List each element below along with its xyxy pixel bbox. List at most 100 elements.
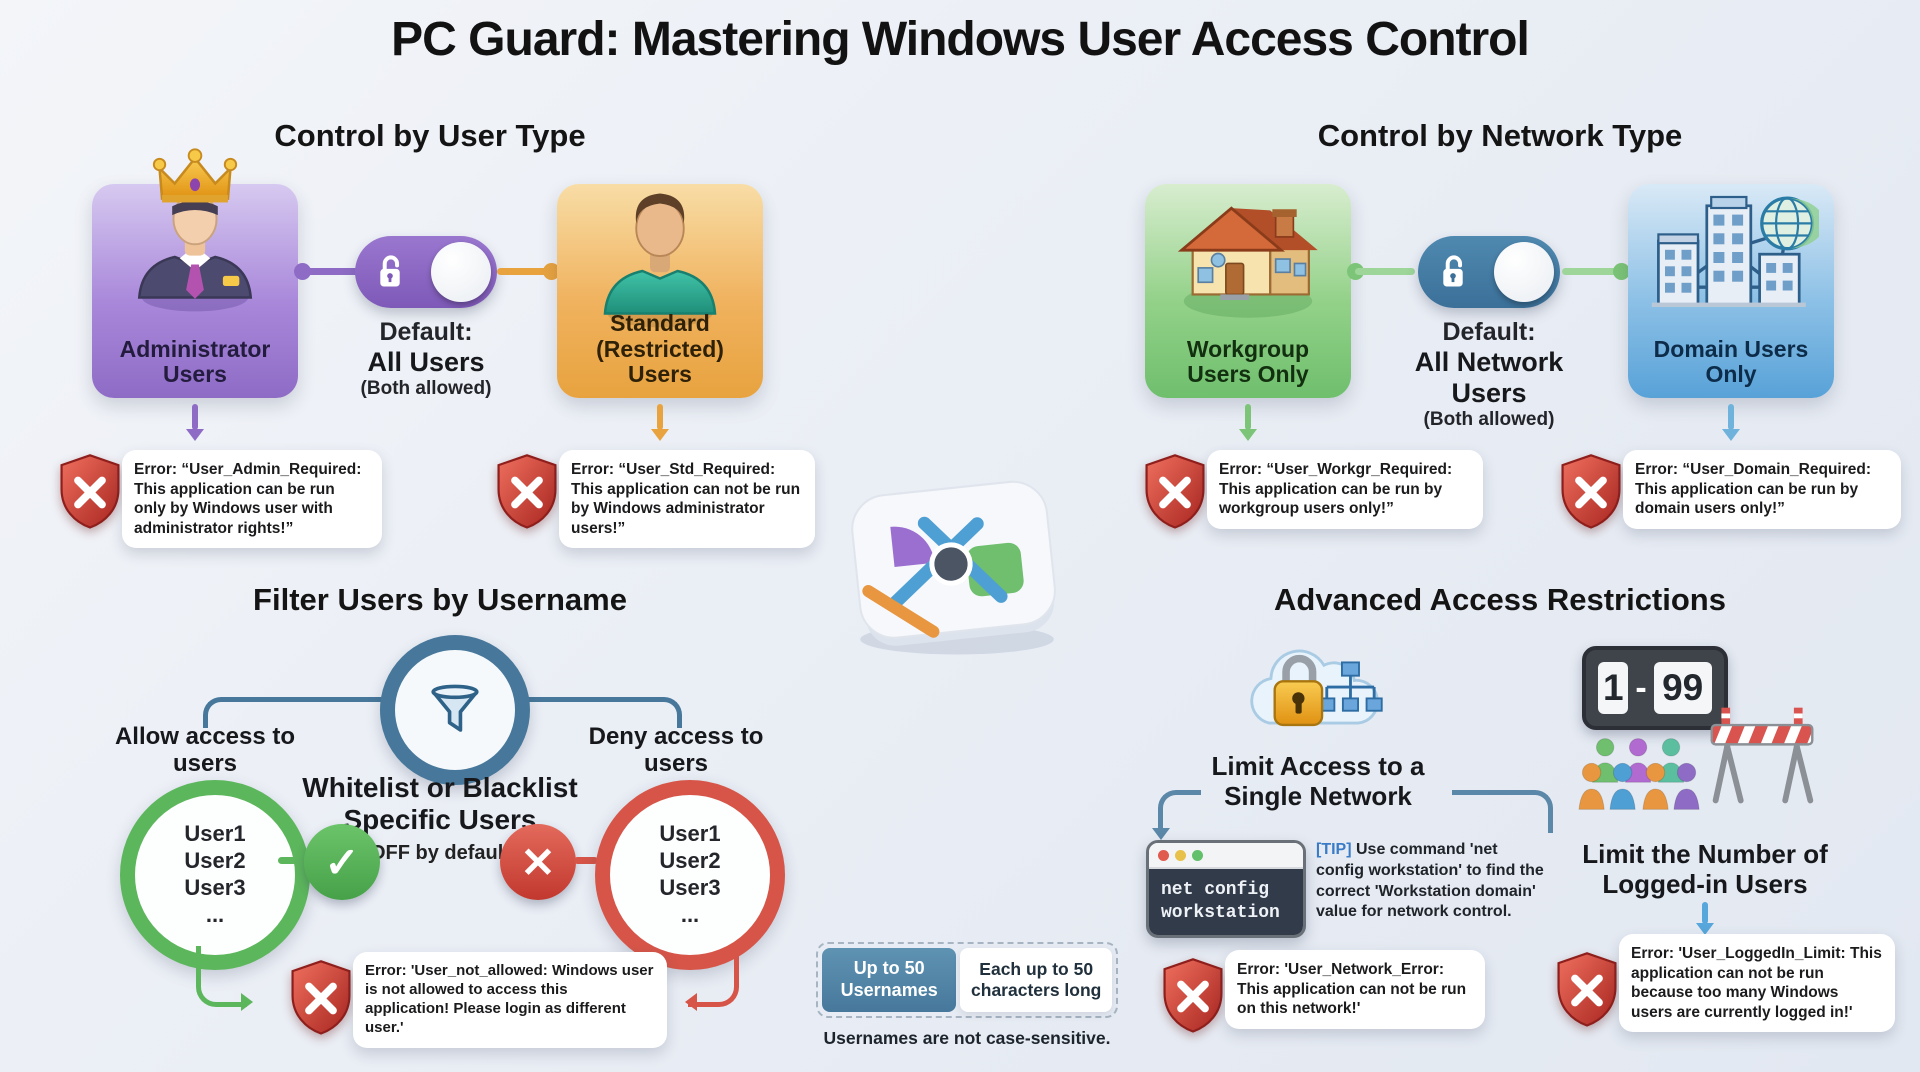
- tip-connector: [1452, 790, 1553, 833]
- error-std-required: Error: “User_Std_Required: This applicat…: [559, 450, 815, 549]
- users-group-icon: [1578, 738, 1700, 810]
- down-arrow: [1239, 404, 1257, 441]
- usernames-length-badge: Each up to 50 characters long: [960, 948, 1112, 1012]
- connector-line: [1355, 268, 1415, 275]
- check-badge: ✓: [304, 824, 380, 900]
- down-arrow: [1722, 404, 1740, 441]
- error-shield-icon: [497, 454, 557, 529]
- error-shield-icon: [1557, 952, 1617, 1027]
- network-tip: [TIP] Use command 'net config workstatio…: [1316, 840, 1550, 923]
- connector-dot: [543, 263, 560, 280]
- default-note: (Both allowed): [360, 378, 492, 399]
- cross-icon: ✕: [520, 838, 556, 886]
- maximize-dot-icon: [1192, 849, 1203, 861]
- connector-line: [574, 857, 598, 864]
- house-icon: [1177, 206, 1318, 318]
- off-by-default-note: (OFF by default): [363, 842, 517, 864]
- default-label: Default:: [379, 318, 473, 346]
- user-type-heading: Control by User Type: [274, 118, 586, 153]
- connector-dot: [1613, 263, 1630, 280]
- workgroup-card-label: Workgroup Users Only: [1186, 335, 1310, 388]
- standard-user-icon: [603, 193, 717, 328]
- funnel-icon: [431, 684, 479, 732]
- down-arrow: [651, 404, 669, 441]
- loggedin-limit-title: Limit the Number of Logged-in Users: [1582, 839, 1828, 899]
- single-network-title: Limit Access to a Single Network: [1211, 751, 1425, 811]
- error-workgroup-required: Error: “User_Workgr_Required: This appli…: [1207, 450, 1483, 529]
- down-arrow: [1696, 902, 1714, 935]
- allow-users-circle: User1 User2 User3 ...: [120, 780, 310, 970]
- barrier-icon: [1710, 707, 1814, 804]
- domain-card-label: Domain Users Only: [1653, 335, 1809, 388]
- network-type-heading: Control by Network Type: [1317, 118, 1683, 153]
- case-sensitivity-caption: Usernames are not case-sensitive.: [823, 1028, 1111, 1048]
- terminal-titlebar: [1149, 843, 1303, 869]
- error-admin-required: Error: “User_Admin_Required: This applic…: [122, 450, 382, 549]
- branch-left-connector: [203, 697, 385, 728]
- error-shield-icon: [1561, 454, 1621, 529]
- page-title: PC Guard: Mastering Windows User Access …: [391, 13, 1530, 66]
- standard-card: Standard (Restricted) Users: [557, 184, 763, 398]
- allow-access-label: Allow access to users: [114, 723, 296, 777]
- usernames-count-badge: Up to 50 Usernames: [822, 948, 957, 1012]
- toggle-knob: [1494, 242, 1554, 302]
- tip-label: [TIP]: [1316, 841, 1352, 858]
- advanced-heading: Advanced Access Restrictions: [1274, 582, 1726, 617]
- connector-line: [1562, 268, 1618, 275]
- terminal-command: net config workstation: [1149, 869, 1303, 935]
- standard-card-label: Standard (Restricted) Users: [596, 309, 724, 388]
- unlocked-padlock-icon: [1443, 255, 1463, 287]
- domain-network-icon: [1651, 195, 1819, 307]
- default-note: (Both allowed): [1423, 409, 1555, 430]
- allow-users-list: User1 User2 User3 ...: [184, 821, 246, 927]
- admin-user-icon: [137, 148, 253, 312]
- allow-error-arrow: [196, 946, 247, 1007]
- close-dot-icon: [1158, 849, 1169, 861]
- network-type-toggle: [1418, 236, 1560, 308]
- whitelist-blacklist-title: Whitelist or Blacklist Specific Users: [302, 772, 578, 836]
- deny-users-circle: User1 User2 User3 ...: [595, 780, 785, 970]
- default-value: All Network Users: [1414, 347, 1564, 408]
- counter-min: 1: [1598, 662, 1629, 714]
- domain-card: Domain Users Only: [1628, 184, 1834, 398]
- counter-max: 99: [1653, 662, 1712, 714]
- administrator-card-label: Administrator Users: [119, 335, 271, 388]
- toggle-knob: [431, 242, 491, 302]
- error-shield-icon: [1163, 958, 1223, 1033]
- tip-text: Use command 'net config workstation' to …: [1316, 841, 1544, 921]
- user-type-default: Default: All Users (Both allowed): [331, 318, 521, 400]
- check-icon: ✓: [324, 838, 360, 886]
- workgroup-card: Workgroup Users Only: [1145, 184, 1351, 398]
- network-type-default: Default: All Network Users (Both allowed…: [1374, 318, 1604, 431]
- error-shield-icon: [60, 454, 120, 529]
- windows-logo: [851, 480, 1056, 655]
- arrow-head: [1152, 828, 1170, 840]
- connector-line: [497, 268, 547, 275]
- error-shield-icon: [1145, 454, 1205, 529]
- counter-separator: -: [1635, 668, 1647, 707]
- minimize-dot-icon: [1175, 849, 1186, 861]
- error-loggedin: Error: 'User_LoggedIn_Limit: This applic…: [1619, 934, 1895, 1033]
- filter-heading: Filter Users by Username: [253, 582, 627, 617]
- connector-line: [278, 857, 306, 864]
- terminal-window: net config workstation: [1146, 840, 1306, 938]
- deny-error-arrow: [688, 946, 739, 1007]
- branch-right-connector: [500, 697, 682, 728]
- administrator-card: Administrator Users: [92, 148, 298, 398]
- deny-users-list: User1 User2 User3 ...: [659, 821, 721, 927]
- error-network: Error: 'User_Network_Error: This applica…: [1225, 950, 1485, 1029]
- unlocked-padlock-icon: [380, 255, 400, 287]
- error-domain-required: Error: “User_Domain_Required: This appli…: [1623, 450, 1901, 529]
- deny-access-label: Deny access to users: [588, 723, 764, 777]
- default-value: All Users: [367, 347, 485, 377]
- lock-cloud-network-icon: [1250, 649, 1383, 727]
- user-type-toggle: [355, 236, 497, 308]
- funnel-badge: [380, 635, 530, 785]
- connector-line: [302, 268, 360, 275]
- cross-badge: ✕: [500, 824, 576, 900]
- down-arrow: [186, 404, 204, 441]
- username-rules: Up to 50 Usernames Each up to 50 charact…: [816, 942, 1118, 1018]
- counter-display: 1 - 99: [1582, 646, 1728, 730]
- error-not-allowed: Error: 'User_not_allowed: Windows user i…: [353, 952, 667, 1048]
